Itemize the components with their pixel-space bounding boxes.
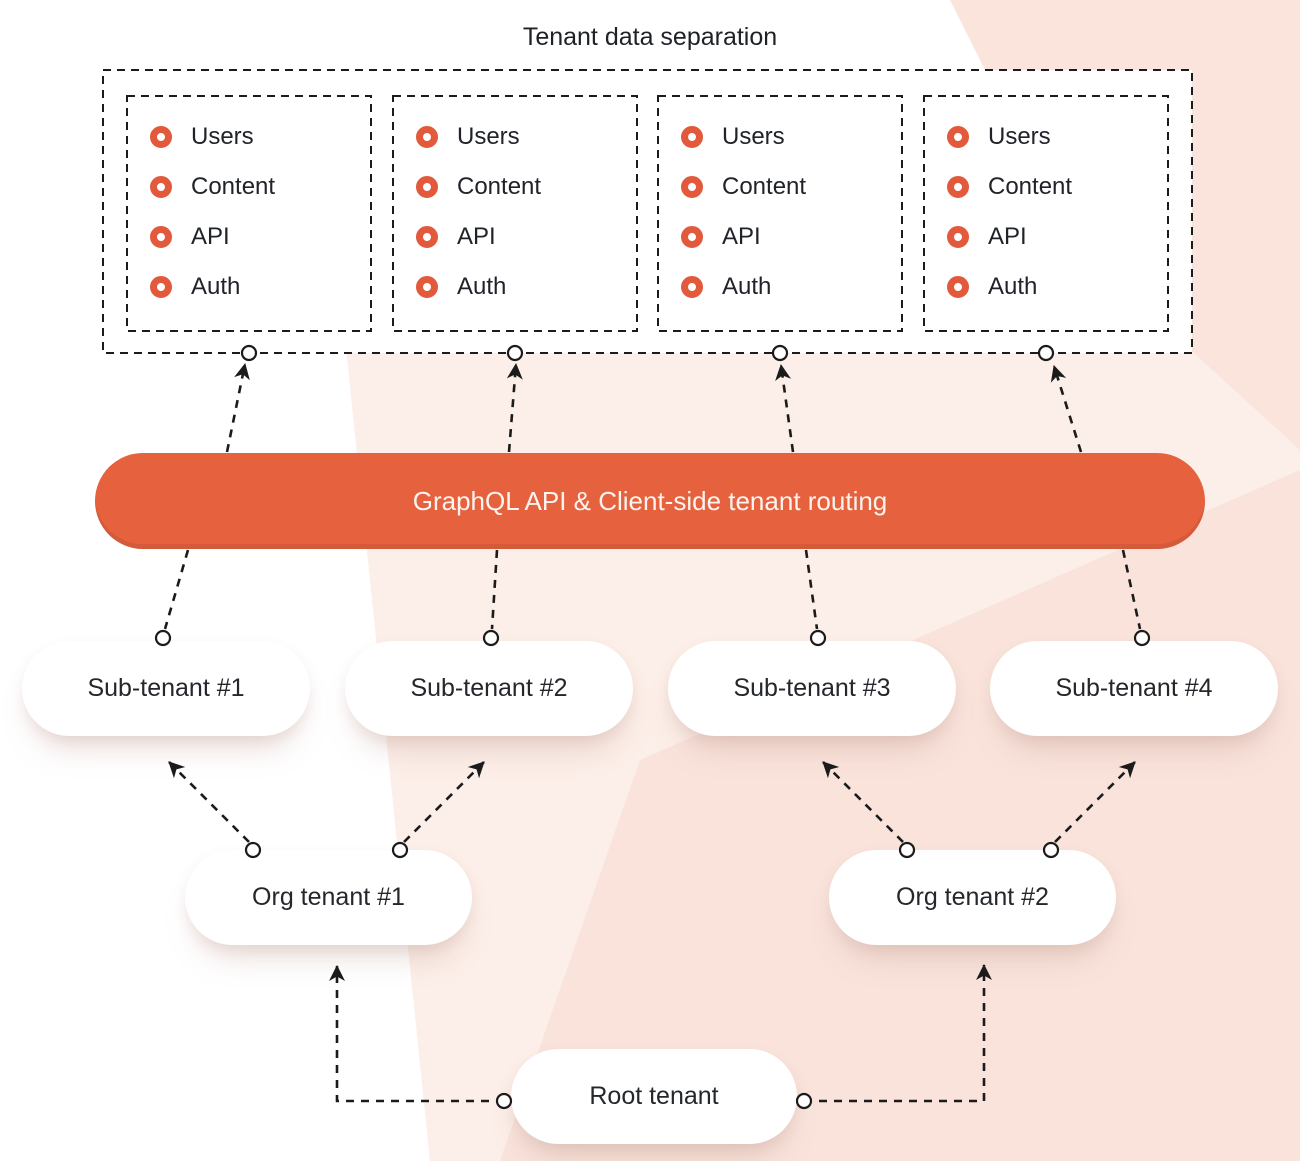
bullet-icon — [150, 126, 172, 148]
list-item-label: Users — [191, 123, 254, 150]
list-item-label: Content — [722, 173, 807, 200]
tenant-box-2: Users Content API Auth — [416, 112, 541, 312]
bullet-icon — [150, 276, 172, 298]
list-item: Auth — [416, 262, 541, 312]
list-item-label: Content — [191, 173, 276, 200]
node-label: Sub-tenant #2 — [410, 674, 568, 702]
list-item-label: Auth — [722, 273, 772, 300]
bullet-icon — [416, 276, 438, 298]
node-label: Org tenant #2 — [896, 883, 1049, 911]
graphql-router-label: GraphQL API & Client-side tenant routing — [412, 485, 888, 516]
list-item: Content — [150, 162, 275, 212]
list-item-label: Content — [988, 173, 1073, 200]
node-label: Root tenant — [589, 1082, 719, 1110]
list-item-label: Users — [988, 123, 1051, 150]
org-tenant-2-node: Org tenant #2 — [829, 850, 1116, 945]
bullet-icon — [150, 226, 172, 248]
list-item: Auth — [947, 262, 1072, 312]
list-item-label: API — [722, 223, 761, 250]
tenant-box-1: Users Content API Auth — [150, 112, 275, 312]
list-item-label: Content — [457, 173, 542, 200]
list-item: Users — [416, 112, 541, 162]
list-item-label: Users — [457, 123, 520, 150]
bullet-icon — [947, 276, 969, 298]
node-label: Sub-tenant #3 — [733, 674, 891, 702]
list-item-label: Auth — [191, 273, 241, 300]
root-tenant-node: Root tenant — [511, 1049, 797, 1144]
bullet-icon — [681, 276, 703, 298]
bullet-icon — [947, 176, 969, 198]
list-item: Content — [681, 162, 806, 212]
node-label: Sub-tenant #4 — [1055, 674, 1213, 702]
tenant-box-3: Users Content API Auth — [681, 112, 806, 312]
bullet-icon — [416, 176, 438, 198]
bullet-icon — [681, 176, 703, 198]
sub-tenant-3-node: Sub-tenant #3 — [668, 641, 956, 736]
list-item: Content — [416, 162, 541, 212]
bullet-icon — [416, 226, 438, 248]
list-item-label: API — [457, 223, 496, 250]
sub-tenant-1-node: Sub-tenant #1 — [22, 641, 310, 736]
bullet-icon — [681, 126, 703, 148]
bullet-icon — [150, 176, 172, 198]
diagram-title: Tenant data separation — [522, 23, 778, 51]
sub-tenant-2-node: Sub-tenant #2 — [345, 641, 633, 736]
sub-tenant-4-node: Sub-tenant #4 — [990, 641, 1278, 736]
list-item: Auth — [681, 262, 806, 312]
list-item: API — [150, 212, 275, 262]
org-tenant-1-node: Org tenant #1 — [185, 850, 472, 945]
list-item: Users — [681, 112, 806, 162]
bullet-icon — [416, 126, 438, 148]
node-label: Org tenant #1 — [252, 883, 405, 911]
graphql-router-node: GraphQL API & Client-side tenant routing — [95, 453, 1205, 549]
list-item: API — [681, 212, 806, 262]
list-item: API — [947, 212, 1072, 262]
bullet-icon — [681, 226, 703, 248]
list-item-label: Auth — [988, 273, 1038, 300]
list-item: Users — [947, 112, 1072, 162]
list-item-label: API — [191, 223, 230, 250]
node-label: Sub-tenant #1 — [87, 674, 245, 702]
tenant-box-4: Users Content API Auth — [947, 112, 1072, 312]
list-item: Content — [947, 162, 1072, 212]
list-item-label: Auth — [457, 273, 507, 300]
list-item-label: Users — [722, 123, 785, 150]
list-item: Auth — [150, 262, 275, 312]
list-item: Users — [150, 112, 275, 162]
bullet-icon — [947, 126, 969, 148]
list-item-label: API — [988, 223, 1027, 250]
list-item: API — [416, 212, 541, 262]
bullet-icon — [947, 226, 969, 248]
